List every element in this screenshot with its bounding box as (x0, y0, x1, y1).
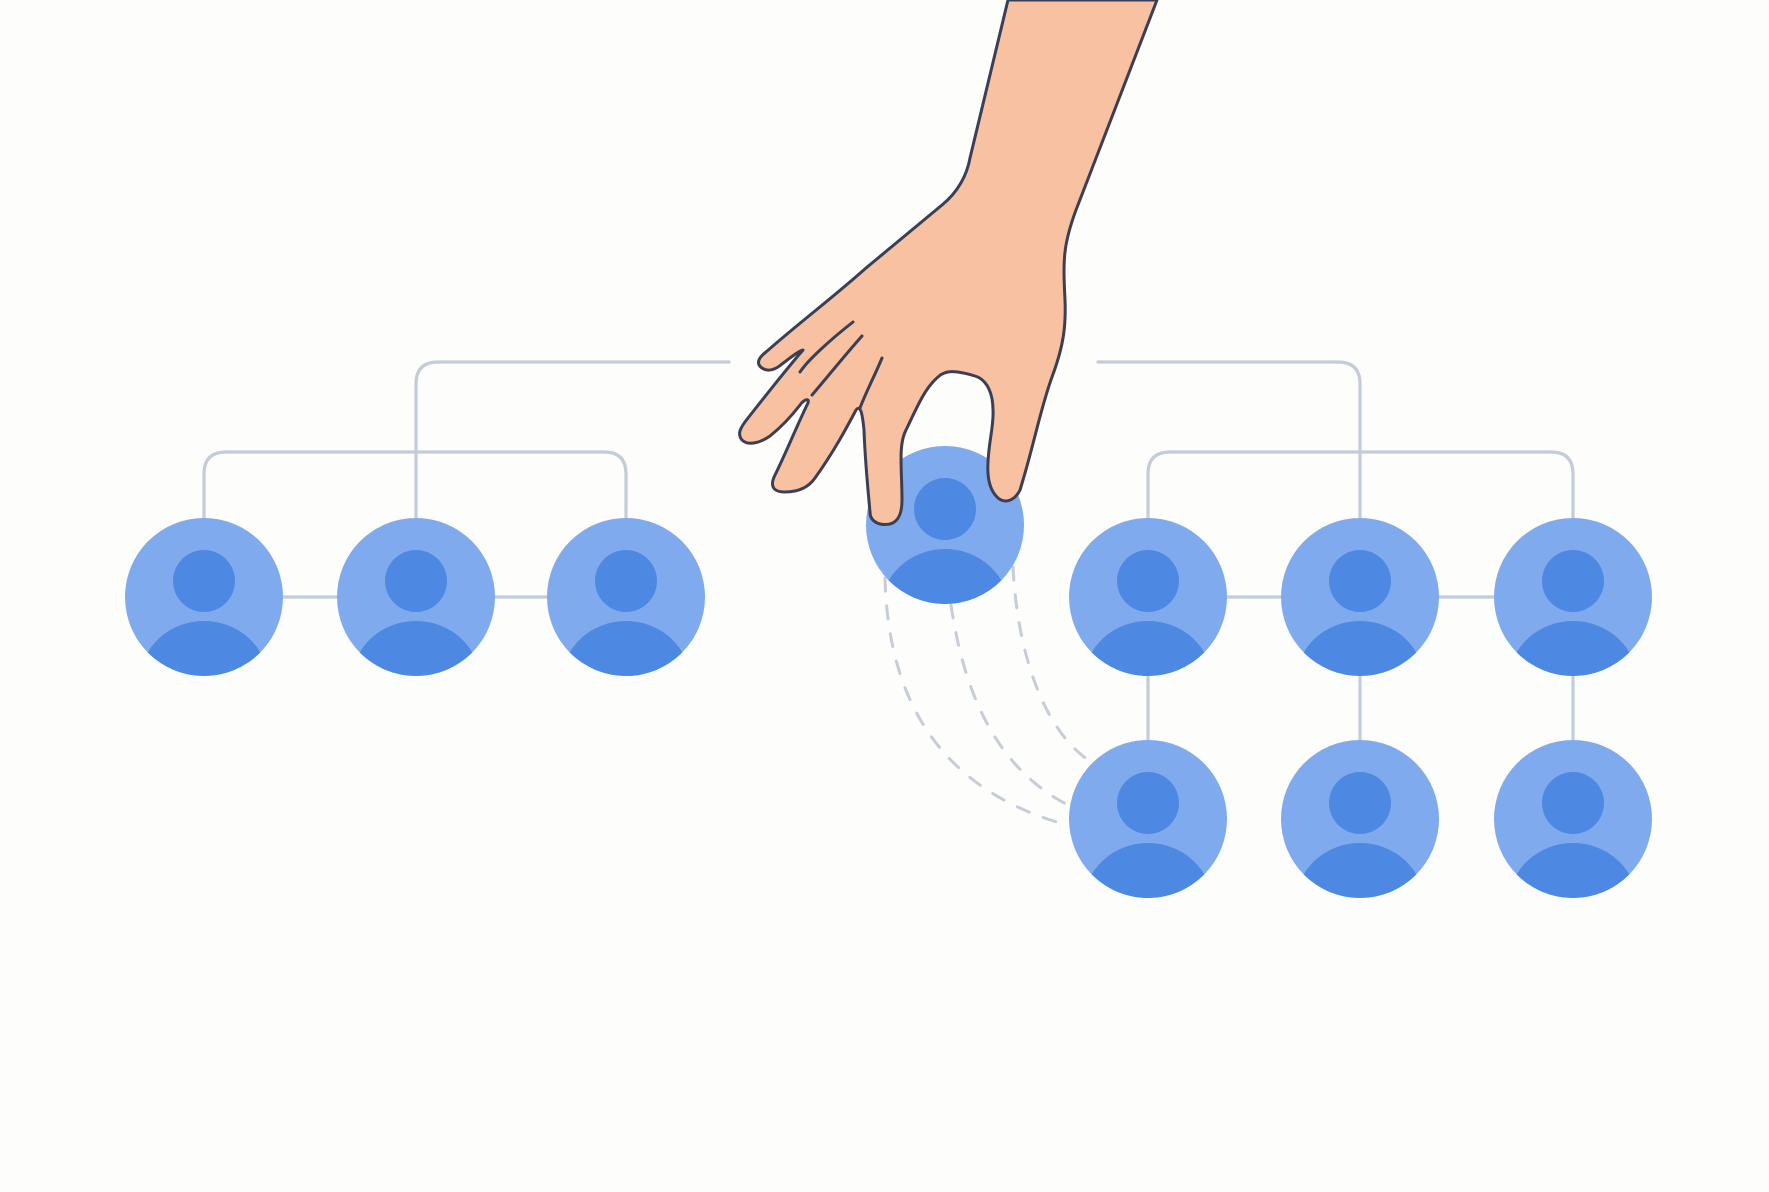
trail-arc-inner (1011, 565, 1098, 767)
hand-shape (738, 0, 1159, 526)
person-icon (1296, 772, 1424, 898)
person-body (562, 621, 690, 676)
hand-icon (738, 0, 1159, 526)
person-body (1296, 621, 1424, 676)
right-team-members (1069, 518, 1652, 963)
person-head (914, 478, 976, 540)
right-team-member-2[interactable] (1281, 518, 1439, 741)
person-head (1542, 772, 1604, 834)
person-body (1509, 843, 1637, 898)
dragged-member-avatar[interactable] (866, 446, 1024, 669)
person-icon (352, 550, 480, 676)
person-body (352, 621, 480, 676)
person-body (1296, 843, 1424, 898)
left-team-member-3[interactable] (547, 518, 705, 741)
person-icon (1509, 550, 1637, 676)
person-head (385, 550, 447, 612)
left-team-members (125, 518, 705, 741)
person-body (1084, 621, 1212, 676)
right-team-member-1[interactable] (1069, 518, 1227, 741)
right-team-member-5[interactable] (1281, 740, 1439, 963)
person-body (881, 549, 1009, 604)
hand-finger-line-3 (858, 356, 884, 410)
person-head (1117, 772, 1179, 834)
person-icon (881, 478, 1009, 604)
drag-motion-trail (883, 565, 1098, 827)
person-icon (1084, 550, 1212, 676)
right-team-member-4[interactable] (1069, 740, 1227, 963)
trail-arc-outer (883, 576, 1069, 827)
left-team-connectors (202, 360, 731, 599)
person-head (173, 550, 235, 612)
right-team-member-3[interactable] (1494, 518, 1652, 741)
left-team-member-1[interactable] (125, 518, 283, 741)
person-icon (140, 550, 268, 676)
left-team-member-2[interactable] (337, 518, 495, 741)
person-body (140, 621, 268, 676)
dragged-member[interactable] (866, 446, 1024, 669)
person-body (1509, 621, 1637, 676)
person-icon (1296, 550, 1424, 676)
person-icon (1509, 772, 1637, 898)
person-head (1117, 550, 1179, 612)
person-head (1542, 550, 1604, 612)
right-team-connectors (1096, 360, 1575, 743)
trail-arc-middle (949, 603, 1070, 807)
right-team-member-6[interactable] (1494, 740, 1652, 963)
person-icon (562, 550, 690, 676)
person-head (595, 550, 657, 612)
person-body (1084, 843, 1212, 898)
hand-finger-line-1 (798, 320, 855, 374)
right-top-bracket (1096, 360, 1362, 454)
person-icon (1084, 772, 1212, 898)
person-head (1329, 550, 1391, 612)
hand-finger-line-2 (810, 334, 864, 397)
person-head (1329, 772, 1391, 834)
left-top-bracket (414, 360, 731, 454)
